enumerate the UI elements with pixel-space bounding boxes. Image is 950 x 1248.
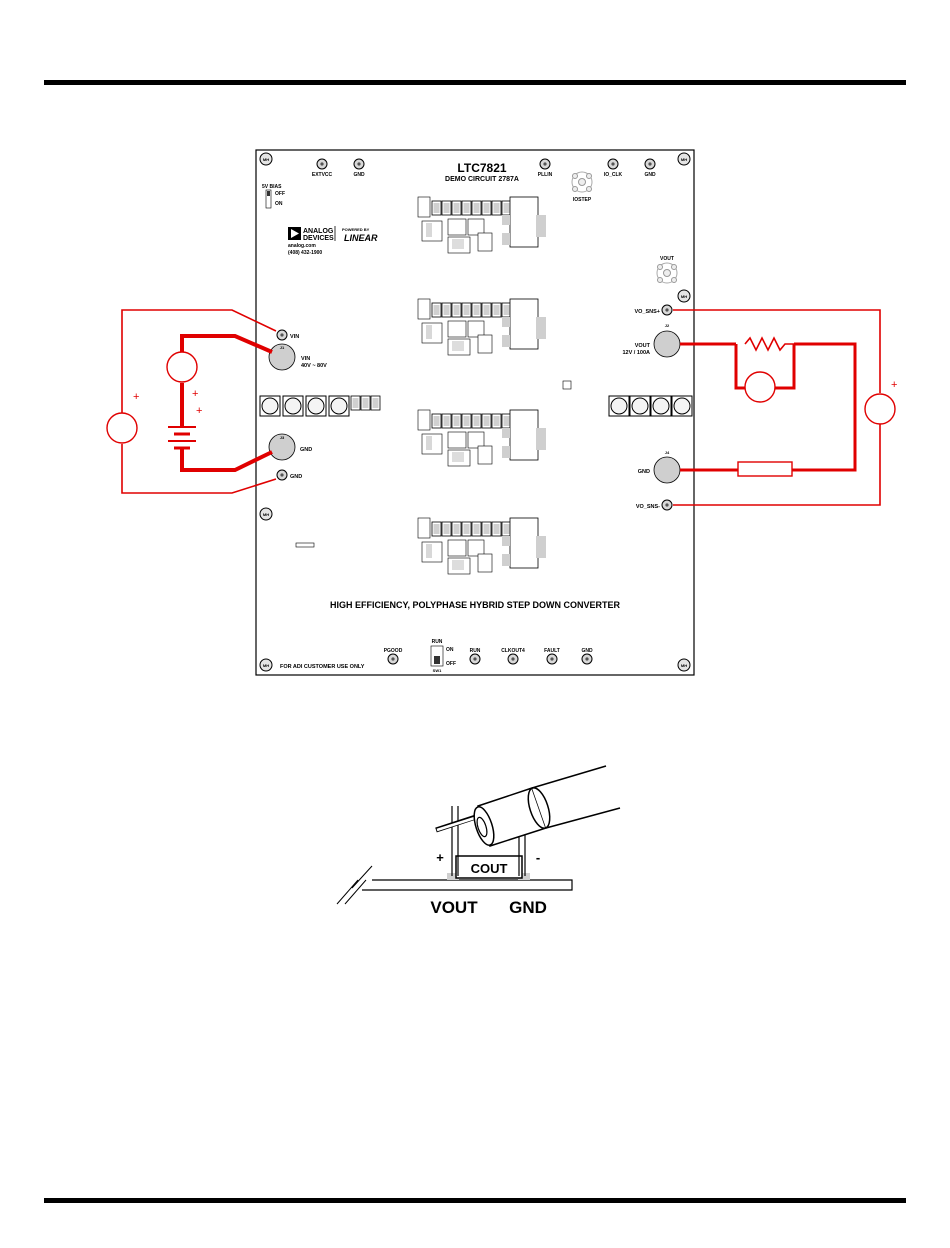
tp-gnd-top-label: GND — [353, 172, 365, 178]
svg-text:J2: J2 — [665, 323, 670, 328]
gnd-jack-left-label: GND — [300, 447, 312, 453]
vo-sns-minus-label: VO_SNS- — [636, 504, 660, 510]
bias-title: 5V BIAS — [262, 184, 282, 190]
svg-text:RUN: RUN — [432, 639, 443, 645]
svg-text:POWERED BY: POWERED BY — [342, 227, 370, 232]
gnd-jack-right — [653, 456, 681, 484]
bottom-rule — [44, 1198, 906, 1203]
vout-top-label: VOUT — [660, 256, 674, 262]
phone: (408) 432-1900 — [288, 250, 322, 256]
svg-text:J3: J3 — [280, 435, 285, 440]
svg-text:LINEAR: LINEAR — [344, 233, 378, 243]
vin-jack — [268, 343, 296, 371]
svg-text:+: + — [133, 391, 139, 403]
battery-icon — [168, 426, 196, 450]
right-voltmeter — [864, 393, 896, 425]
board-subtitle: DEMO CIRCUIT 2787A — [445, 176, 519, 183]
vo-sns-plus-testpoint — [661, 304, 673, 316]
top-rule — [44, 80, 906, 85]
svg-text:FAULT: FAULT — [544, 648, 560, 654]
board-banner: HIGH EFFICIENCY, POLYPHASE HYBRID STEP D… — [330, 600, 621, 610]
output-caps — [608, 395, 693, 417]
vout-jack-label: VOUT — [635, 343, 651, 349]
bias-jumper: 5V BIAS OFF ON — [262, 184, 285, 209]
tp-extvcc-label: EXTVCC — [312, 172, 333, 178]
left-voltmeter — [106, 412, 138, 444]
vo-sns-minus-testpoint — [661, 499, 673, 511]
svg-text:SW1: SW1 — [433, 668, 442, 673]
right-voltmeter-wires — [673, 309, 881, 506]
svg-text:+: + — [192, 388, 198, 400]
electronic-load — [737, 461, 793, 477]
supply-wires — [180, 334, 273, 472]
probe-gnd-label: GND — [509, 898, 547, 917]
probe-minus: - — [536, 850, 540, 865]
gnd-jack-left — [268, 433, 296, 461]
svg-text:DEVICES: DEVICES — [303, 235, 334, 242]
svg-text:J1: J1 — [280, 345, 285, 350]
vin-tp-label: VIN — [290, 334, 299, 340]
output-ammeter — [744, 371, 776, 403]
svg-text:GND: GND — [581, 648, 593, 654]
svg-text:CLKOUT4: CLKOUT4 — [501, 648, 525, 654]
svg-text:ANALOG: ANALOG — [303, 228, 334, 235]
gnd-tp-left-label: GND — [290, 474, 302, 480]
vo-sns-plus-label: VO_SNS+ — [634, 309, 660, 315]
svg-text:+: + — [891, 379, 897, 391]
vin-testpoint — [276, 329, 288, 341]
probe-plus: + — [436, 850, 444, 865]
run-switch: RUN ON OFF SW1 — [430, 639, 456, 673]
probe-vout-label: VOUT — [430, 898, 478, 917]
bottom-testpoints: PGOOD RUN CLKOUT4 FAULT GND — [384, 648, 593, 665]
left-voltmeter-wires — [121, 309, 277, 494]
iostep-connector: IOSTEP — [571, 171, 593, 203]
customer-note: FOR ADI CUSTOMER USE ONLY — [280, 664, 365, 670]
load-wires — [680, 342, 857, 472]
vout-top-connector: VOUT — [656, 256, 678, 284]
gnd-testpoint-left — [276, 469, 288, 481]
cout-label: COUT — [471, 861, 508, 876]
bias-off: OFF — [275, 191, 285, 197]
top-testpoints: EXTVCC GND PLLIN IO_CLK GND — [312, 158, 656, 178]
phase-block-1 — [417, 196, 546, 254]
input-ammeter — [166, 351, 198, 383]
svg-text:J4: J4 — [665, 450, 670, 455]
probe-figure: COUT + - VOUT GND — [336, 765, 621, 917]
iostep-label: IOSTEP — [573, 197, 592, 203]
vout-jack — [653, 330, 681, 358]
tp-ioclk-label: IO_CLK — [604, 172, 623, 178]
vout-jack-rating: 12V / 100A — [622, 350, 650, 356]
vin-jack-range: 40V ~ 80V — [301, 363, 327, 369]
svg-text:+: + — [196, 405, 202, 417]
tp-pllin-label: PLLIN — [538, 172, 553, 178]
analog-devices-logo: ANALOG DEVICES POWERED BY LINEAR analog.… — [288, 226, 378, 256]
bias-on: ON — [275, 201, 283, 207]
tp-gnd-top2-label: GND — [644, 172, 656, 178]
svg-text:PGOOD: PGOOD — [384, 648, 403, 654]
gnd-jack-right-label: GND — [638, 469, 650, 475]
svg-text:ON: ON — [446, 647, 454, 653]
vin-jack-label: VIN — [301, 356, 310, 362]
website: analog.com — [288, 243, 316, 249]
board-title: LTC7821 — [457, 161, 506, 175]
svg-text:RUN: RUN — [470, 648, 481, 654]
svg-text:OFF: OFF — [446, 661, 456, 667]
resistor-icon — [744, 336, 794, 352]
